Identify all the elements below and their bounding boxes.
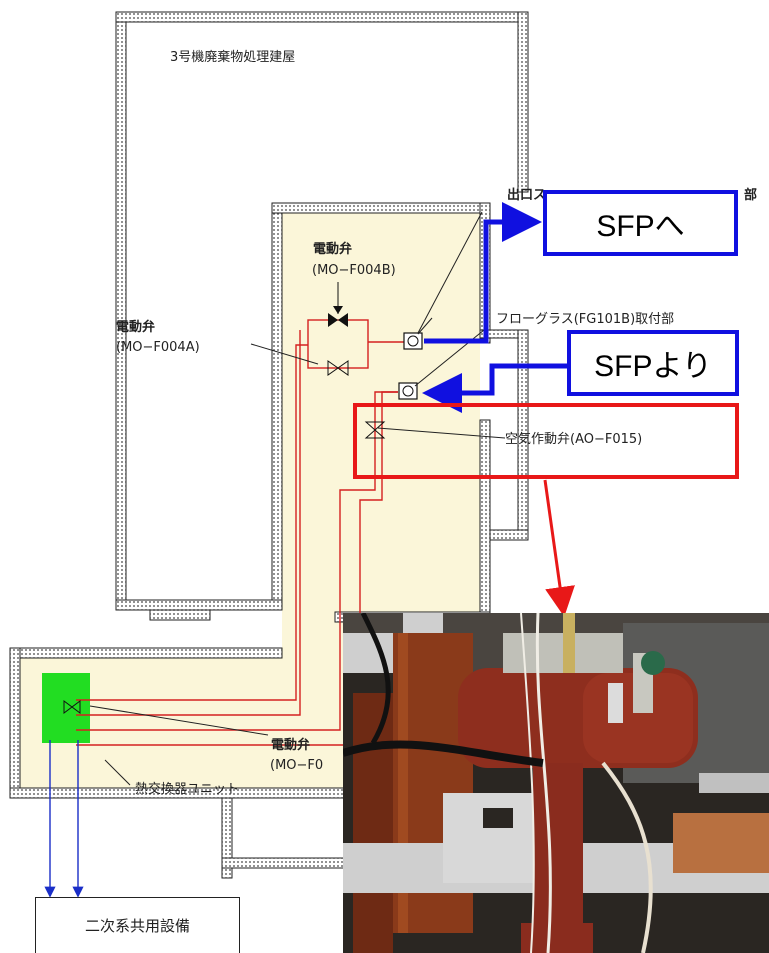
callout-to-sfp: SFPへ [543, 190, 738, 256]
valve-b-name: 電動弁 [313, 242, 353, 257]
callout-from-sfp: SFPより [567, 330, 739, 396]
from-sfp-arrow [422, 363, 570, 413]
building-walls [9, 11, 529, 879]
secondary-lines [44, 740, 84, 898]
valve-a-tag: (MO−F004A) [116, 340, 200, 355]
valve-a-name: 電動弁 [116, 320, 156, 335]
valve-bottom-icon [63, 700, 81, 714]
building-label: 3号機廃棄物処理建屋 [170, 50, 296, 65]
valve-mo-f004a-icon [327, 360, 349, 376]
outlet-strainer-label-start: 出口ス [507, 188, 547, 203]
valve-photo [343, 613, 769, 953]
air-valve-highlight-box [353, 403, 739, 479]
valve-mo-f004b-icon [328, 282, 348, 327]
heat-exchanger-label: 熱交換器ユニット [135, 782, 240, 797]
air-operated-valve-icon [364, 421, 386, 439]
valve-bottom-name: 電動弁 [271, 738, 311, 753]
outlet-strainer-label: 出口ス [507, 188, 546, 204]
leader-lines [89, 211, 506, 786]
valve-b-tag: (MO−F004B) [312, 263, 396, 278]
corridor-area [15, 212, 480, 790]
heat-exchanger-unit [42, 673, 90, 743]
outlet-strainer-label-tail: 部 [744, 188, 758, 203]
red-piping [76, 319, 404, 746]
valve-bottom-tag: (MO−F0 [270, 758, 324, 773]
air-valve-label: 空気作動弁(AO−F015) [505, 432, 643, 447]
flow-glass-label: フローグラス(FG101B)取付部 [496, 312, 675, 327]
photo-pointer-arrow [543, 479, 575, 617]
to-sfp-arrow [424, 202, 542, 344]
flow-glass-icon [398, 382, 418, 400]
secondary-equipment-box: 二次系共用設備 [35, 897, 240, 953]
strainer-icon [403, 332, 423, 350]
